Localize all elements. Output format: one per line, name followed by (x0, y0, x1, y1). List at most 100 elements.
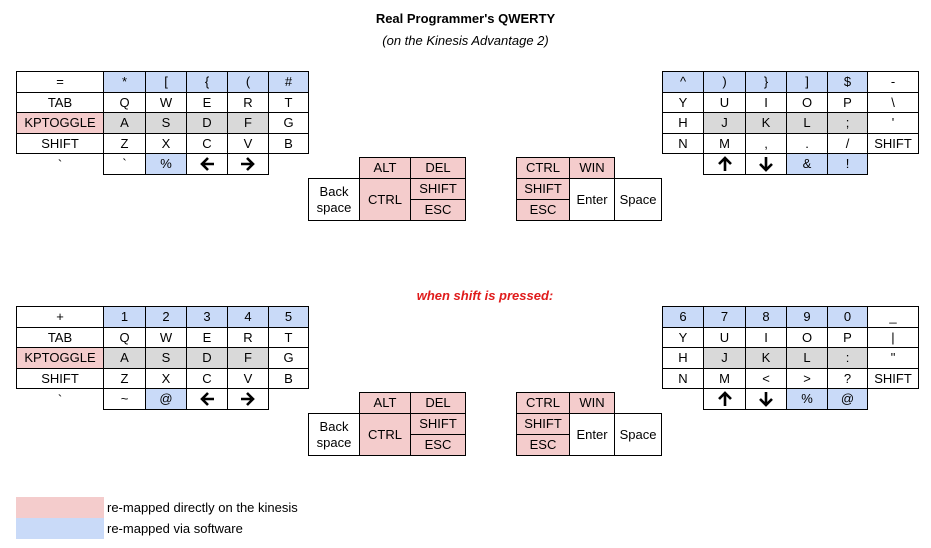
arrow-up-icon (717, 391, 732, 406)
key-left-base-1-5: T (268, 92, 309, 113)
key-left-shifted-0-2: 2 (145, 306, 187, 328)
key-left-shifted-3-1: Z (103, 368, 146, 389)
arrow-up-icon (717, 156, 732, 171)
thumb-right-esc-key: ESC (516, 199, 570, 221)
key-left-shifted-2-5: G (268, 347, 309, 369)
diagram-title: Real Programmer's QWERTY (375, 11, 556, 26)
key-right-base-0-1: ) (703, 71, 746, 93)
key-left-shifted-2-3: D (186, 347, 228, 369)
key-left-shifted-3-5: B (268, 368, 309, 389)
key-left-base-2-2: S (145, 112, 187, 134)
key-right-shifted-4-3: @ (827, 388, 868, 410)
key-right-base-0-5: - (867, 71, 919, 93)
thumb-right-ctrl-key: CTRL (516, 157, 570, 179)
key-right-shifted-3-4: ? (827, 368, 868, 389)
thumb-right-win-key: WIN (569, 157, 615, 179)
thumb-left-alt-key: ALT (359, 157, 411, 179)
key-left-shifted-3-2: X (145, 368, 187, 389)
legend-label-pink: re-mapped directly on the kinesis (107, 500, 298, 515)
key-left-base-1-2: W (145, 92, 187, 113)
key-left-shifted-3-0: SHIFT (16, 368, 104, 389)
thumb-left-shift-key: SHIFT (410, 413, 466, 435)
arrow-left-icon (200, 157, 214, 171)
thumb-right-space-key: Space (614, 413, 662, 456)
key-right-shifted-3-2: < (745, 368, 787, 389)
key-right-base-2-2: K (745, 112, 787, 134)
key-left-base-3-4: V (227, 133, 269, 154)
thumb-left-shift-key: SHIFT (410, 178, 466, 200)
key-left-base-3-1: Z (103, 133, 146, 154)
key-left-base-2-1: A (103, 112, 146, 134)
key-left-shifted-4-4 (227, 388, 269, 410)
key-right-base-1-1: U (703, 92, 746, 113)
key-left-shifted-4-0: ` (16, 388, 104, 410)
key-left-base-3-2: X (145, 133, 187, 154)
key-right-base-3-4: / (827, 133, 868, 154)
key-right-shifted-2-3: L (786, 347, 828, 369)
thumb-left-del-key: DEL (410, 392, 466, 414)
key-right-shifted-0-5: _ (867, 306, 919, 328)
thumb-left-esc-key: ESC (410, 434, 466, 456)
key-left-base-4-3 (186, 153, 228, 175)
key-left-base-3-5: B (268, 133, 309, 154)
thumb-left-del-key: DEL (410, 157, 466, 179)
key-right-shifted-1-5: | (867, 327, 919, 348)
key-left-base-2-0: KPTOGGLE (16, 112, 104, 134)
key-left-base-4-1: ` (103, 153, 146, 175)
key-left-shifted-1-3: E (186, 327, 228, 348)
key-right-base-2-0: H (662, 112, 704, 134)
key-right-shifted-2-2: K (745, 347, 787, 369)
key-left-base-0-5: # (268, 71, 309, 93)
key-left-shifted-0-1: 1 (103, 306, 146, 328)
key-right-base-4-3: ! (827, 153, 868, 175)
key-right-shifted-4-1 (745, 388, 787, 410)
key-right-shifted-2-4: : (827, 347, 868, 369)
key-right-base-2-3: L (786, 112, 828, 134)
thumb-right-ctrl-key: CTRL (516, 392, 570, 414)
key-left-base-3-3: C (186, 133, 228, 154)
key-right-shifted-3-5: SHIFT (867, 368, 919, 389)
key-left-base-1-3: E (186, 92, 228, 113)
key-left-base-1-0: TAB (16, 92, 104, 113)
key-right-shifted-1-1: U (703, 327, 746, 348)
key-right-shifted-4-2: % (786, 388, 828, 410)
thumb-left-alt-key: ALT (359, 392, 411, 414)
key-right-base-4-2: & (786, 153, 828, 175)
thumb-right-space-key: Space (614, 178, 662, 221)
key-left-shifted-0-0: + (16, 306, 104, 328)
thumb-left-ctrl-key: CTRL (359, 413, 411, 456)
arrow-left-icon (200, 392, 214, 406)
key-right-base-1-0: Y (662, 92, 704, 113)
key-right-base-4-1 (745, 153, 787, 175)
legend-swatch-pink (16, 497, 104, 518)
key-left-base-1-1: Q (103, 92, 146, 113)
key-left-shifted-2-1: A (103, 347, 146, 369)
key-left-base-2-3: D (186, 112, 228, 134)
key-right-base-0-4: $ (827, 71, 868, 93)
key-right-shifted-0-4: 0 (827, 306, 868, 328)
key-left-base-2-5: G (268, 112, 309, 134)
key-left-shifted-1-0: TAB (16, 327, 104, 348)
key-left-base-4-2: % (145, 153, 187, 175)
thumb-left-backspace-key: Back space (308, 413, 360, 456)
key-left-base-0-0: = (16, 71, 104, 93)
key-right-shifted-0-0: 6 (662, 306, 704, 328)
thumb-right-win-key: WIN (569, 392, 615, 414)
key-left-shifted-1-5: T (268, 327, 309, 348)
key-right-shifted-1-3: O (786, 327, 828, 348)
key-right-shifted-2-1: J (703, 347, 746, 369)
key-right-shifted-1-2: I (745, 327, 787, 348)
legend-swatch-blue (16, 518, 104, 539)
key-right-base-1-3: O (786, 92, 828, 113)
diagram-subtitle: (on the Kinesis Advantage 2) (382, 33, 549, 48)
key-left-base-2-4: F (227, 112, 269, 134)
key-right-shifted-3-1: M (703, 368, 746, 389)
key-left-base-4-0: ` (16, 153, 104, 175)
key-left-shifted-1-2: W (145, 327, 187, 348)
key-right-base-4-0 (703, 153, 746, 175)
key-left-shifted-4-3 (186, 388, 228, 410)
key-right-shifted-0-2: 8 (745, 306, 787, 328)
key-right-base-3-1: M (703, 133, 746, 154)
key-right-base-0-2: } (745, 71, 787, 93)
key-left-base-0-2: [ (145, 71, 187, 93)
